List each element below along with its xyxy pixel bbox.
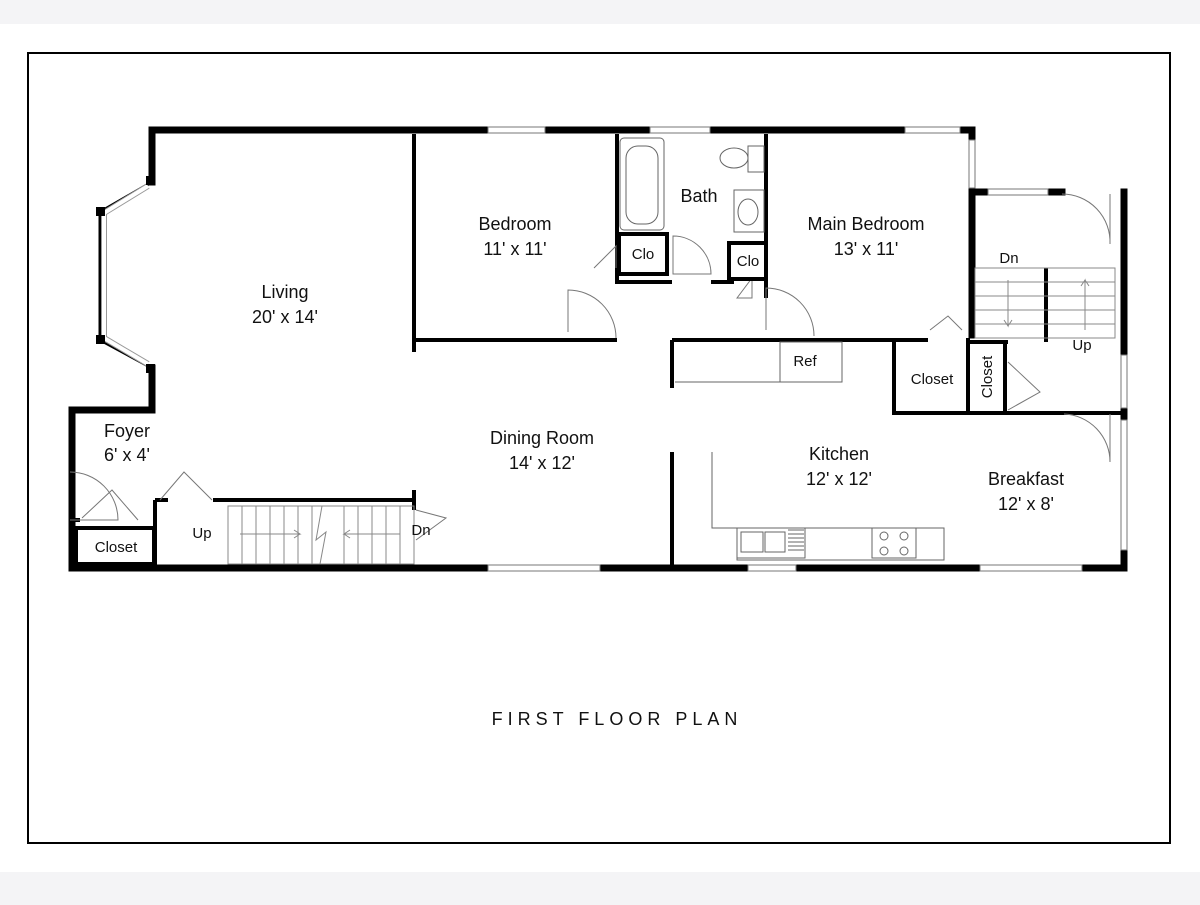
drawing-border — [27, 52, 1171, 844]
kitchen-closet-label: Closet — [911, 371, 954, 388]
sink — [733, 189, 765, 233]
refrigerator — [779, 341, 843, 383]
bedroom-name: Bedroom — [478, 214, 551, 234]
bathtub — [619, 137, 665, 231]
paper — [0, 24, 1200, 872]
ref-label: Ref — [793, 353, 817, 370]
bath-closet — [727, 241, 768, 281]
foyer-closet — [74, 526, 156, 566]
living-dims: 20' x 14' — [252, 307, 318, 327]
rear-stair — [974, 267, 1116, 339]
kitchen-fixtures — [675, 341, 945, 561]
stair-closet-label: Closet — [979, 355, 996, 398]
stove — [871, 527, 917, 559]
foyer-name: Foyer — [104, 421, 150, 441]
bedroom-closet-label: Clo — [632, 246, 655, 263]
breakfast-name: Breakfast — [988, 469, 1064, 489]
rear-stair-down: Dn — [999, 250, 1018, 267]
kitchen-dims: 12' x 12' — [806, 469, 872, 489]
main-stair-up: Up — [192, 525, 211, 542]
main-bedroom-name: Main Bedroom — [807, 214, 924, 234]
bedroom-closet — [617, 232, 669, 276]
rear-stair-up: Up — [1072, 337, 1091, 354]
kitchen-name: Kitchen — [809, 444, 869, 464]
foyer-closet-label: Closet — [95, 539, 138, 556]
plan-title: FIRST FLOOR PLAN — [492, 709, 743, 729]
bedroom-dims: 11' x 11' — [483, 239, 546, 259]
main-stair-down: Dn — [411, 522, 430, 539]
walls — [68, 126, 1128, 572]
bath-fixtures — [619, 137, 765, 233]
doors — [69, 193, 1111, 541]
dining-dims: 14' x 12' — [509, 453, 575, 473]
dining-name: Dining Room — [490, 428, 594, 448]
bath-name: Bath — [680, 186, 717, 206]
main-stair — [227, 505, 415, 565]
bay-window — [96, 176, 155, 373]
windows — [487, 126, 1128, 572]
living-name: Living — [261, 282, 308, 302]
breakfast-dims: 12' x 8' — [998, 494, 1054, 514]
kitchen-sink — [736, 527, 806, 559]
foyer-dims: 6' x 4' — [104, 445, 150, 465]
bath-closet-label: Clo — [737, 253, 760, 270]
main-bedroom-dims: 13' x 11' — [834, 239, 899, 259]
